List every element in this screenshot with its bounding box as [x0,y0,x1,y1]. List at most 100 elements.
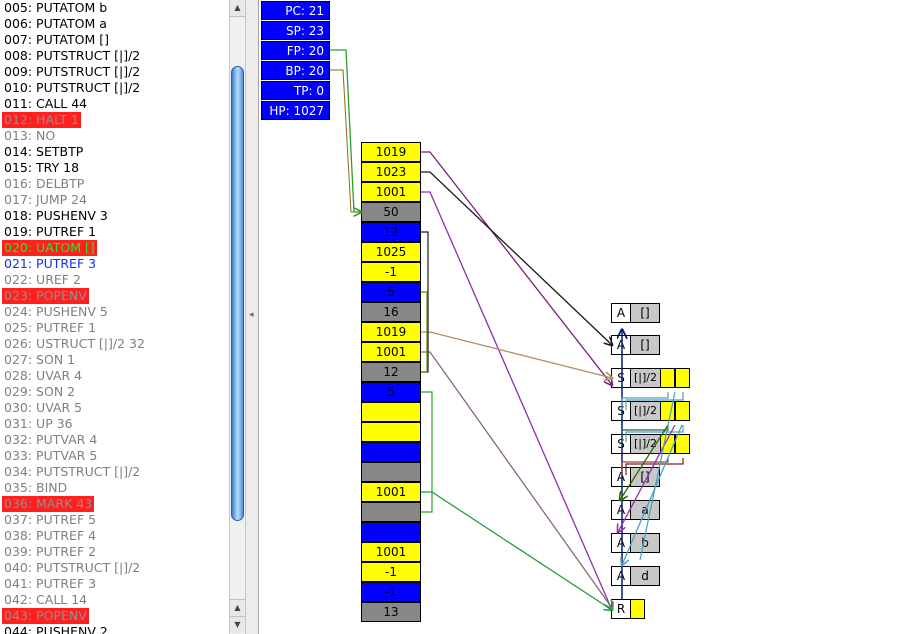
heap-tag: S [611,368,631,388]
stack-cell: 1019 [361,142,421,162]
code-line[interactable]: 043: POPENV [2,608,89,624]
code-line[interactable]: 044: PUSHENV 2 [4,624,108,634]
stack-cell: 1019 [361,322,421,342]
stack-cell: 12 [361,362,421,382]
code-line[interactable]: 014: SETBTP [4,144,84,159]
stack-cell: 5 [361,282,421,302]
code-line[interactable]: 018: PUSHENV 3 [4,208,108,223]
code-line[interactable]: 017: JUMP 24 [4,192,88,207]
code-scrollbar[interactable]: ▲ ▲ ▼ [229,0,246,634]
heap-ref-slot [630,599,645,619]
stack-cell: 1001 [361,182,421,202]
heap-value: [|]/2 [630,401,661,421]
stack-cell: -1 [361,262,421,282]
code-line[interactable]: 008: PUTSTRUCT [|]/2 [4,48,141,63]
heap-tag: A [611,533,631,553]
heap-value: d [630,566,660,586]
stack-cell [361,522,421,542]
stack-cell: 5 [361,382,421,402]
code-line[interactable]: 037: PUTREF 5 [4,512,97,527]
code-line[interactable]: 036: MARK 43 [2,496,95,512]
stack-cell: 12 [361,222,421,242]
code-line[interactable]: 022: UREF 2 [4,272,81,287]
code-line[interactable]: 007: PUTATOM [] [4,32,109,47]
scroll-up-icon[interactable]: ▲ [230,0,245,17]
code-line[interactable]: 012: HALT 1 [2,112,81,128]
code-line[interactable]: 023: POPENV [2,288,89,304]
stack-cell: -1 [361,562,421,582]
code-line[interactable]: 024: PUSHENV 5 [4,304,108,319]
scroll-up-icon[interactable]: ▲ [230,599,245,616]
stack-cell: 1025 [361,242,421,262]
scroll-down-icon[interactable]: ▼ [230,616,245,633]
heap-value: b [630,533,660,553]
code-line[interactable]: 011: CALL 44 [4,96,88,111]
code-line[interactable]: 030: UVAR 5 [4,400,83,415]
heap-value: [] [630,467,660,487]
stack-cell [361,422,421,442]
code-line[interactable]: 020: UATOM [] [2,240,97,256]
code-line[interactable]: 041: PUTREF 3 [4,576,97,591]
splitter[interactable]: ◂ [246,0,259,634]
stack-cell: 1023 [361,162,421,182]
heap-value: [] [630,335,660,355]
register-bp: BP: 20 [261,61,330,80]
code-line[interactable]: 015: TRY 18 [4,160,80,175]
heap-tag: R [611,599,631,619]
code-line[interactable]: 028: UVAR 4 [4,368,83,383]
code-line[interactable]: 029: SON 2 [4,384,76,399]
heap-struct-slot [675,368,690,388]
code-line[interactable]: 009: PUTSTRUCT [|]/2 [4,64,141,79]
register-tp: TP: 0 [261,81,330,100]
register-hp: HP: 1027 [261,101,330,120]
scroll-thumb[interactable] [231,66,244,521]
heap-struct-slot [675,401,690,421]
code-line[interactable]: 006: PUTATOM a [4,16,107,31]
code-line[interactable]: 035: BIND [4,480,68,495]
code-line[interactable]: 034: PUTSTRUCT [|]/2 [4,464,141,479]
code-line[interactable]: 016: DELBTP [4,176,85,191]
code-line[interactable]: 042: CALL 14 [4,592,88,607]
heap-tag: A [611,566,631,586]
stack-cell [361,462,421,482]
heap-tag: A [611,335,631,355]
code-line[interactable]: 010: PUTSTRUCT [|]/2 [4,80,141,95]
grip-icon: ◂ [249,310,254,320]
code-line[interactable]: 031: UP 36 [4,416,73,431]
code-line[interactable]: 026: USTRUCT [|]/2 32 [4,336,145,351]
stack-cell [361,402,421,422]
register-fp: FP: 20 [261,41,330,60]
stack-cell: 1001 [361,482,421,502]
heap-tag: S [611,401,631,421]
register-pc: PC: 21 [261,1,330,20]
stack-cell: 1001 [361,542,421,562]
code-line[interactable]: 013: NO [4,128,56,143]
heap-struct-slot [660,401,675,421]
heap-value: [|]/2 [630,368,661,388]
stack-cell [361,502,421,522]
code-line[interactable]: 038: PUTREF 4 [4,528,97,543]
stack-cell: 1001 [361,342,421,362]
heap-value: [] [630,303,660,323]
heap-tag: S [611,434,631,454]
stack-cell: 16 [361,302,421,322]
heap-tag: A [611,303,631,323]
heap-struct-slot [660,434,675,454]
code-line[interactable]: 040: PUTSTRUCT [|]/2 [4,560,141,575]
heap-tag: A [611,500,631,520]
code-line[interactable]: 025: PUTREF 1 [4,320,97,335]
stack-cell: 50 [361,202,421,222]
stack-cell: -1 [361,582,421,602]
code-line[interactable]: 021: PUTREF 3 [4,256,97,271]
heap-struct-slot [660,368,675,388]
code-line[interactable]: 027: SON 1 [4,352,76,367]
code-line[interactable]: 005: PUTATOM b [4,0,108,15]
heap-struct-slot [675,434,690,454]
code-line[interactable]: 032: PUTVAR 4 [4,432,98,447]
code-line[interactable]: 019: PUTREF 1 [4,224,97,239]
heap-value: [|]/2 [630,434,661,454]
stack-cell [361,442,421,462]
code-line[interactable]: 033: PUTVAR 5 [4,448,98,463]
code-line[interactable]: 039: PUTREF 2 [4,544,97,559]
